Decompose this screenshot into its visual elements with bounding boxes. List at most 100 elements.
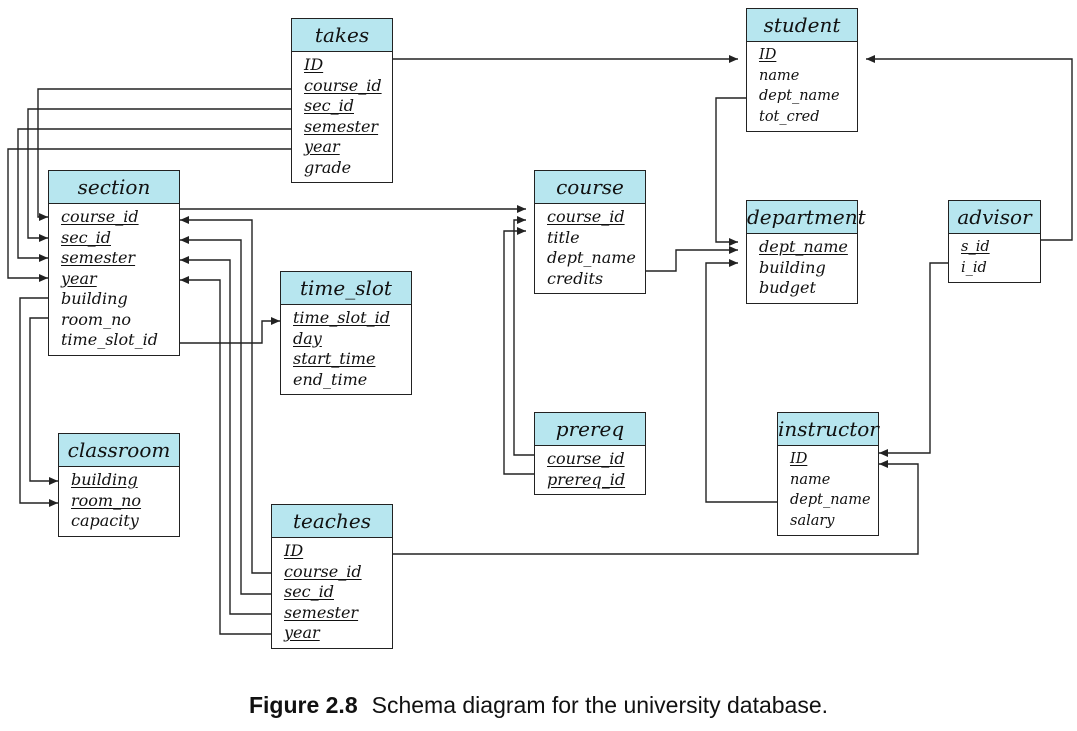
attribute-tot-cred: tot_cred: [759, 108, 820, 125]
table-section: section course_id sec_id semester year b…: [48, 170, 180, 356]
attribute-budget: budget: [759, 278, 816, 297]
attribute-end-time: end_time: [293, 369, 368, 389]
attribute-list: time_slot_id day start_time end_time: [281, 305, 411, 394]
fk-section-time-slot-connector: [180, 317, 280, 344]
attribute-list: ID name dept_name salary: [778, 446, 878, 535]
attribute-start-time: start_time: [293, 349, 376, 368]
fk-instructor-dept-department-connector: [705, 259, 777, 503]
attribute-list: ID course_id sec_id semester year: [272, 538, 392, 648]
attribute-list: building room_no capacity: [59, 467, 179, 536]
attribute-list: s_id i_id: [949, 234, 1040, 282]
table-classroom: classroom building room_no capacity: [58, 433, 180, 537]
attribute-semester: semester: [304, 116, 379, 136]
attribute-list: dept_name building budget: [747, 234, 857, 303]
attribute-course-id: course_id: [547, 207, 625, 226]
fk-advisor-student-connector: [866, 55, 1073, 241]
attribute-course-id: course_id: [547, 449, 625, 468]
attribute-day: day: [293, 328, 322, 348]
attribute-year: year: [304, 137, 340, 156]
fk-takes-semester-section-connector: [17, 128, 291, 262]
attribute-id: ID: [759, 47, 777, 63]
attribute-room-no: room_no: [61, 309, 132, 329]
attribute-id: ID: [284, 541, 304, 560]
fk-advisor-instructor-connector: [879, 262, 948, 457]
fk-section-room-classroom-connector: [29, 317, 58, 485]
table-takes: takes ID course_id sec_id semester year …: [291, 18, 393, 183]
figure-caption-text: Schema diagram for the university databa…: [371, 692, 829, 718]
attribute-course-id: course_id: [61, 207, 139, 226]
attribute-building: building: [759, 257, 826, 277]
table-title: classroom: [59, 434, 179, 467]
table-prereq: prereq course_id prereq_id: [534, 412, 646, 495]
attribute-time-slot-id: time_slot_id: [293, 308, 390, 327]
fk-takes-course-id-section-connector: [37, 88, 291, 221]
fk-section-building-classroom-connector: [19, 297, 58, 507]
table-course: course course_id title dept_name credits: [534, 170, 646, 294]
fk-takes-sec-id-section-connector: [27, 108, 291, 242]
attribute-list: course_id sec_id semester year building …: [49, 204, 179, 355]
table-title: section: [49, 171, 179, 204]
table-title: advisor: [949, 201, 1040, 234]
attribute-room-no: room_no: [71, 490, 142, 510]
attribute-list: ID course_id sec_id semester year grade: [292, 52, 392, 182]
attribute-s-id: s_id: [961, 239, 990, 255]
fk-prereq-prereq-id-course-connector: [503, 227, 534, 475]
attribute-year: year: [284, 623, 320, 642]
table-time-slot: time_slot time_slot_id day start_time en…: [280, 271, 412, 395]
fk-course-dept-department-connector: [646, 246, 738, 272]
attribute-credits: credits: [547, 268, 604, 288]
fk-teaches-id-instructor-connector: [393, 460, 919, 555]
fk-teaches-semester-section-connector: [180, 256, 271, 615]
attribute-grade: grade: [304, 157, 352, 177]
attribute-dept-name: dept_name: [547, 248, 636, 267]
attribute-i-id: i_id: [961, 259, 987, 276]
attribute-sec-id: sec_id: [284, 582, 334, 601]
attribute-sec-id: sec_id: [304, 96, 354, 115]
table-student: student ID name dept_name tot_cred: [746, 8, 858, 132]
attribute-year: year: [61, 268, 97, 288]
fk-prereq-course-id-course-connector: [513, 216, 534, 456]
attribute-course-id: course_id: [284, 561, 362, 581]
attribute-list: ID name dept_name tot_cred: [747, 42, 857, 131]
figure-label: Figure 2.8: [248, 692, 358, 718]
attribute-id: ID: [790, 451, 808, 467]
table-title: course: [535, 171, 645, 204]
attribute-name: name: [790, 471, 831, 488]
fk-teaches-course-id-section-connector: [180, 216, 271, 574]
fk-teaches-year-section-connector: [180, 276, 271, 635]
table-advisor: advisor s_id i_id: [948, 200, 1041, 283]
fk-student-dept-department-connector: [715, 97, 746, 246]
table-title: instructor: [778, 413, 879, 446]
attribute-building: building: [71, 470, 138, 489]
attribute-semester: semester: [61, 248, 136, 267]
attribute-title: title: [547, 227, 580, 247]
attribute-dept-name: dept_name: [759, 88, 840, 104]
attribute-capacity: capacity: [71, 511, 139, 530]
attribute-semester: semester: [284, 602, 359, 622]
table-title: department: [747, 201, 866, 234]
table-title: takes: [292, 19, 392, 52]
table-teaches: teaches ID course_id sec_id semester yea…: [271, 504, 393, 649]
fk-takes-year-section-connector: [7, 148, 291, 282]
attribute-dept-name: dept_name: [759, 237, 848, 256]
table-title: time_slot: [281, 272, 411, 305]
fk-teaches-sec-id-section-connector: [180, 236, 271, 595]
attribute-prereq-id: prereq_id: [547, 469, 626, 489]
attribute-list: course_id title dept_name credits: [535, 204, 645, 293]
attribute-course-id: course_id: [304, 75, 382, 95]
table-title: student: [747, 9, 857, 42]
attribute-list: course_id prereq_id: [535, 446, 645, 494]
attribute-sec-id: sec_id: [61, 227, 111, 247]
table-instructor: instructor ID name dept_name salary: [777, 412, 879, 536]
table-department: department dept_name building budget: [746, 200, 866, 304]
attribute-time-slot-id: time_slot_id: [61, 330, 158, 349]
attribute-building: building: [61, 289, 128, 308]
attribute-dept-name: dept_name: [790, 492, 871, 508]
attribute-salary: salary: [790, 512, 835, 529]
table-title: teaches: [272, 505, 392, 538]
attribute-name: name: [759, 67, 800, 84]
attribute-id: ID: [304, 55, 324, 74]
figure-caption: Figure 2.8 Schema diagram for the univers…: [0, 692, 1077, 719]
table-title: prereq: [535, 413, 645, 446]
